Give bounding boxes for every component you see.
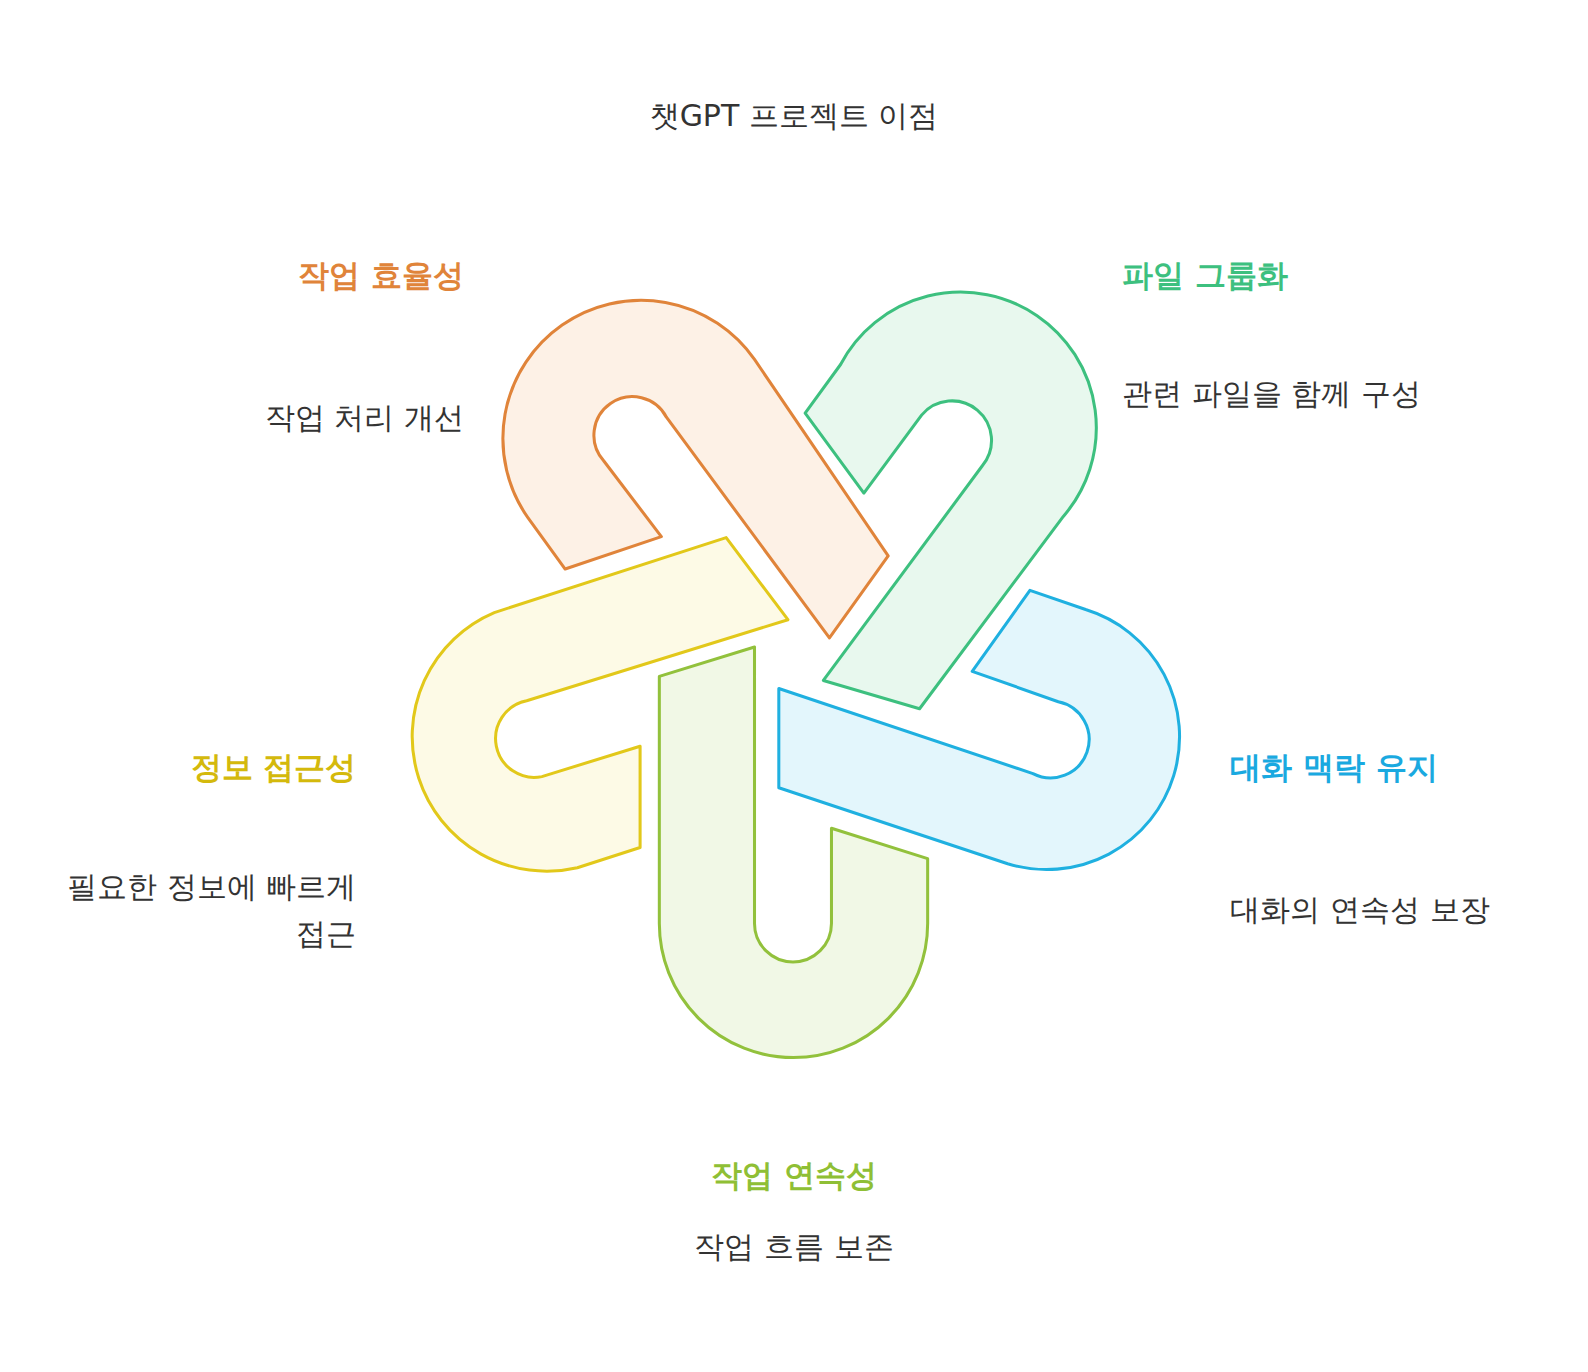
yellow-hook: [412, 538, 788, 872]
blue-hook: [779, 590, 1180, 869]
benefit-group: 작업 효율성작업 처리 개선: [130, 255, 464, 442]
benefit-heading: 정보 접근성: [53, 747, 357, 787]
benefit-heading: 대화 맥락 유지: [1230, 747, 1574, 787]
benefit-group: 대화 맥락 유지대화의 연속성 보장: [1230, 747, 1574, 934]
benefit-heading: 작업 연속성: [591, 1155, 996, 1195]
benefit-description: 대화의 연속성 보장: [1230, 887, 1574, 934]
benefit-heading: 파일 그룹화: [1122, 255, 1436, 295]
benefit-group: 정보 접근성필요한 정보에 빠르게 접근: [53, 747, 357, 957]
benefit-description: 필요한 정보에 빠르게 접근: [53, 864, 357, 957]
benefit-description: 관련 파일을 함께 구성: [1122, 371, 1436, 418]
diagram-title: 챗GPT 프로젝트 이점: [0, 96, 1588, 137]
benefit-group: 파일 그룹화관련 파일을 함께 구성: [1122, 255, 1436, 417]
benefit-heading: 작업 효율성: [130, 255, 464, 295]
benefit-description: 작업 처리 개선: [130, 395, 464, 442]
benefit-description: 작업 흐름 보존: [591, 1224, 996, 1271]
lime-hook: [659, 647, 927, 1058]
benefit-group: 작업 연속성작업 흐름 보존: [591, 1155, 996, 1271]
